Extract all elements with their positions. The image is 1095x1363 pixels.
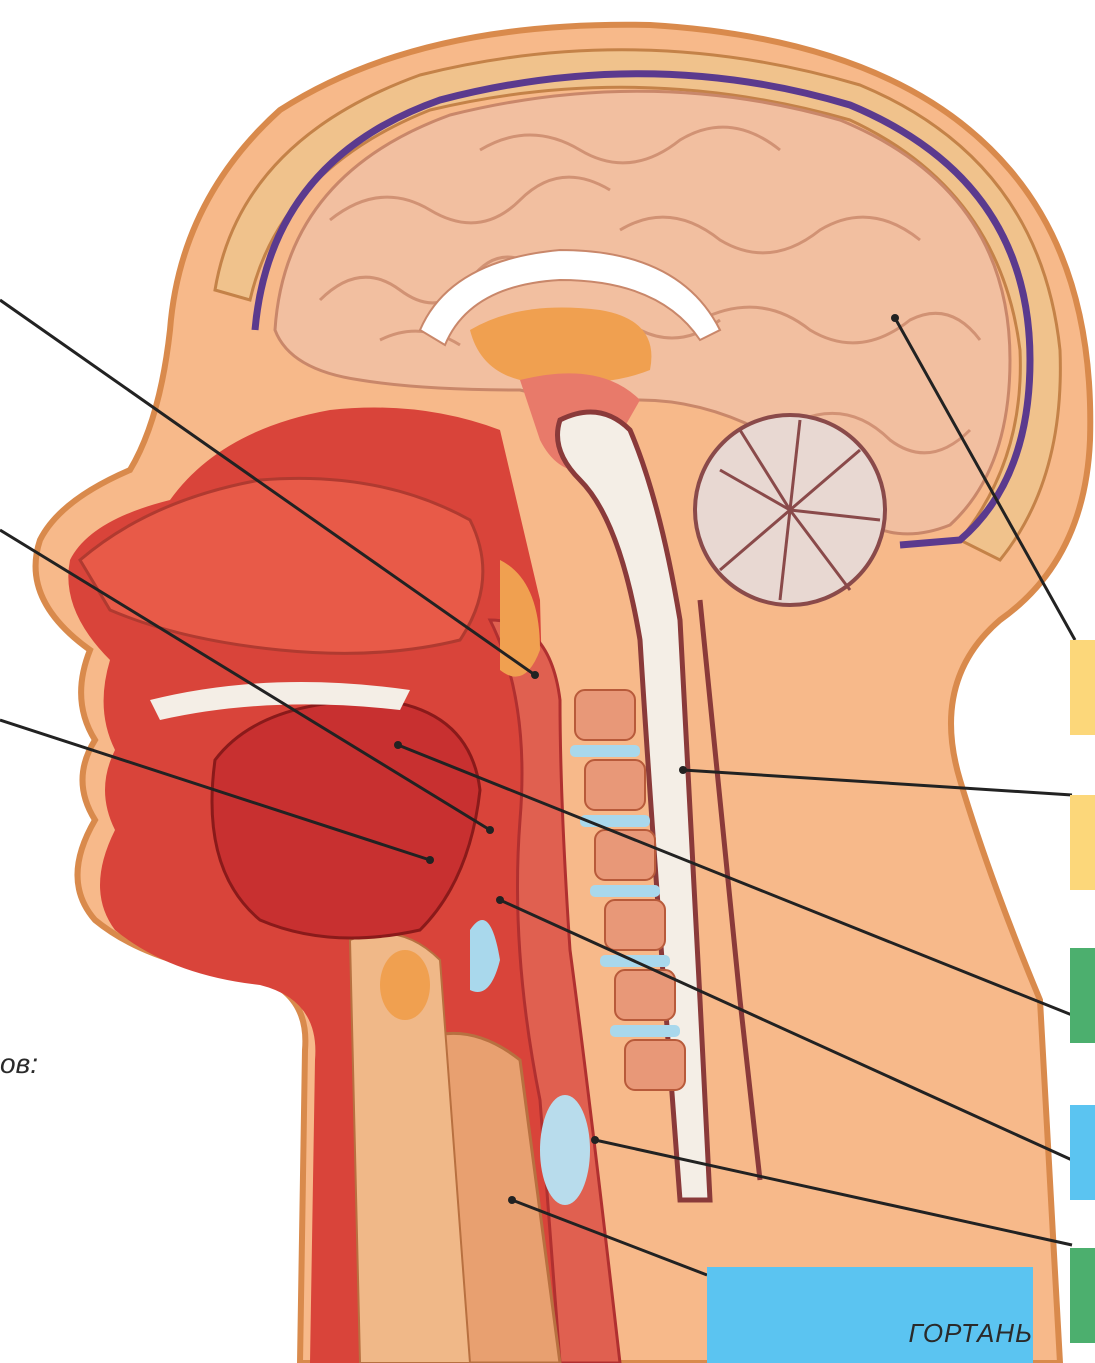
cut-off-text: ов: xyxy=(0,1048,38,1080)
answer-box-green-1[interactable] xyxy=(1070,948,1095,1043)
larynx-label-text: ГОРТАНЬ xyxy=(909,1318,1033,1349)
tongue xyxy=(212,700,480,938)
larynx-label-box[interactable]: ГОРТАНЬ xyxy=(707,1267,1033,1363)
hyoid-bone xyxy=(380,950,430,1020)
answer-box-yellow-1[interactable] xyxy=(1070,640,1095,735)
cartilage-blue xyxy=(540,1095,590,1205)
answer-box-yellow-2[interactable] xyxy=(1070,795,1095,890)
answer-box-blue-1[interactable] xyxy=(1070,1105,1095,1200)
answer-box-green-2[interactable] xyxy=(1070,1248,1095,1343)
